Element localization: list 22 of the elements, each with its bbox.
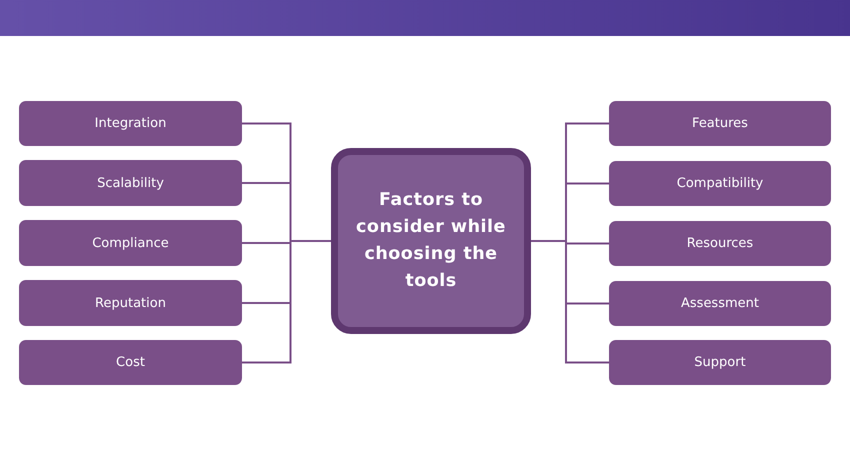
factor-box xyxy=(19,280,242,326)
factor-box xyxy=(609,161,831,206)
factor-label: Compliance xyxy=(92,236,169,250)
central-topic-box xyxy=(331,148,531,334)
factor-label: Features xyxy=(692,116,748,131)
factor-box xyxy=(609,221,831,266)
factor-box xyxy=(19,101,242,146)
factor-label: Reputation xyxy=(95,296,166,310)
factor-box xyxy=(609,101,831,146)
factor-label: Cost xyxy=(116,355,145,370)
central-topic-text: Factors to consider while choosing the tools xyxy=(355,189,507,293)
factor-box xyxy=(19,220,242,266)
factor-box xyxy=(19,160,242,206)
factor-label: Assessment xyxy=(681,296,759,311)
factor-box xyxy=(19,340,242,385)
factor-label: Compatibility xyxy=(676,176,764,191)
factor-label: Support xyxy=(694,355,746,370)
factor-label: Scalability xyxy=(97,176,164,190)
factor-label: Integration xyxy=(94,116,166,131)
factor-box xyxy=(609,281,831,326)
factor-label: Resources xyxy=(686,236,754,251)
factor-box xyxy=(609,340,831,385)
